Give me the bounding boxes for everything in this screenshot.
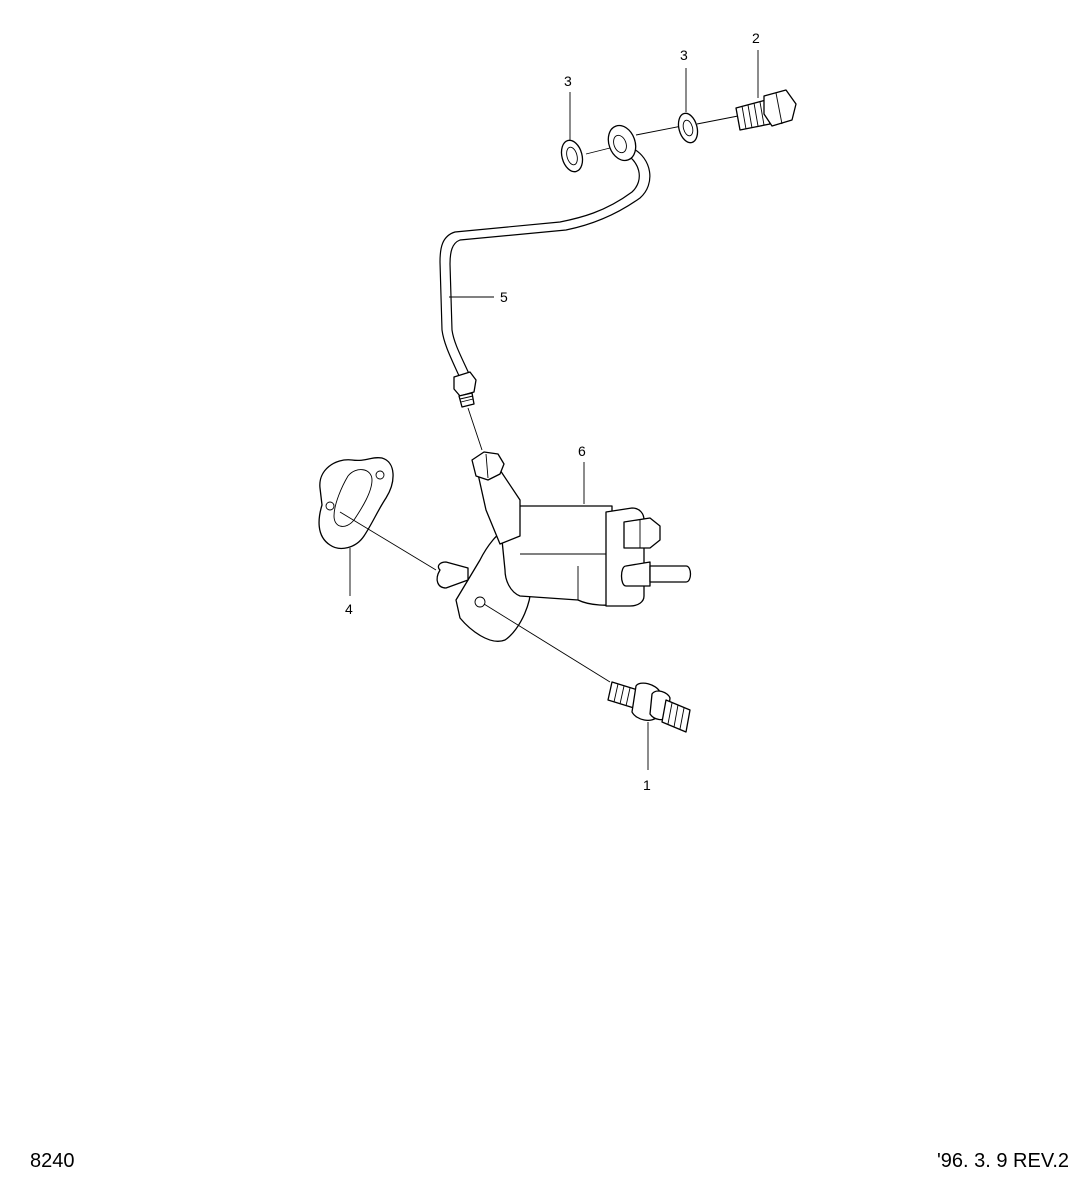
axis-line-washer-right bbox=[635, 125, 683, 136]
feed-pump bbox=[436, 451, 692, 642]
axis-line-pipe bbox=[467, 407, 483, 451]
callout-4: 4 bbox=[345, 601, 353, 617]
banjo-bolt bbox=[735, 89, 797, 131]
callout-5: 5 bbox=[500, 289, 508, 305]
axis-line-gasket bbox=[339, 511, 437, 571]
callout-3-left: 3 bbox=[564, 73, 572, 89]
axis-line-bolt bbox=[696, 115, 739, 125]
washer-left bbox=[560, 139, 584, 173]
revision-date: '96. 3. 9 REV.2 bbox=[936, 1150, 1069, 1172]
leader-lines bbox=[349, 50, 759, 770]
callout-1: 1 bbox=[643, 777, 651, 793]
callout-6: 6 bbox=[578, 443, 586, 459]
washer-right bbox=[677, 112, 699, 144]
callout-2: 2 bbox=[752, 30, 760, 46]
diagram-number: 8240 bbox=[30, 1150, 75, 1172]
fuel-pipe bbox=[439, 124, 651, 408]
gasket bbox=[318, 456, 394, 550]
axis-line-washer-left bbox=[585, 147, 611, 155]
callout-3-right: 3 bbox=[680, 47, 688, 63]
axis-line-stud bbox=[483, 603, 611, 683]
stud-bolt bbox=[607, 681, 691, 733]
